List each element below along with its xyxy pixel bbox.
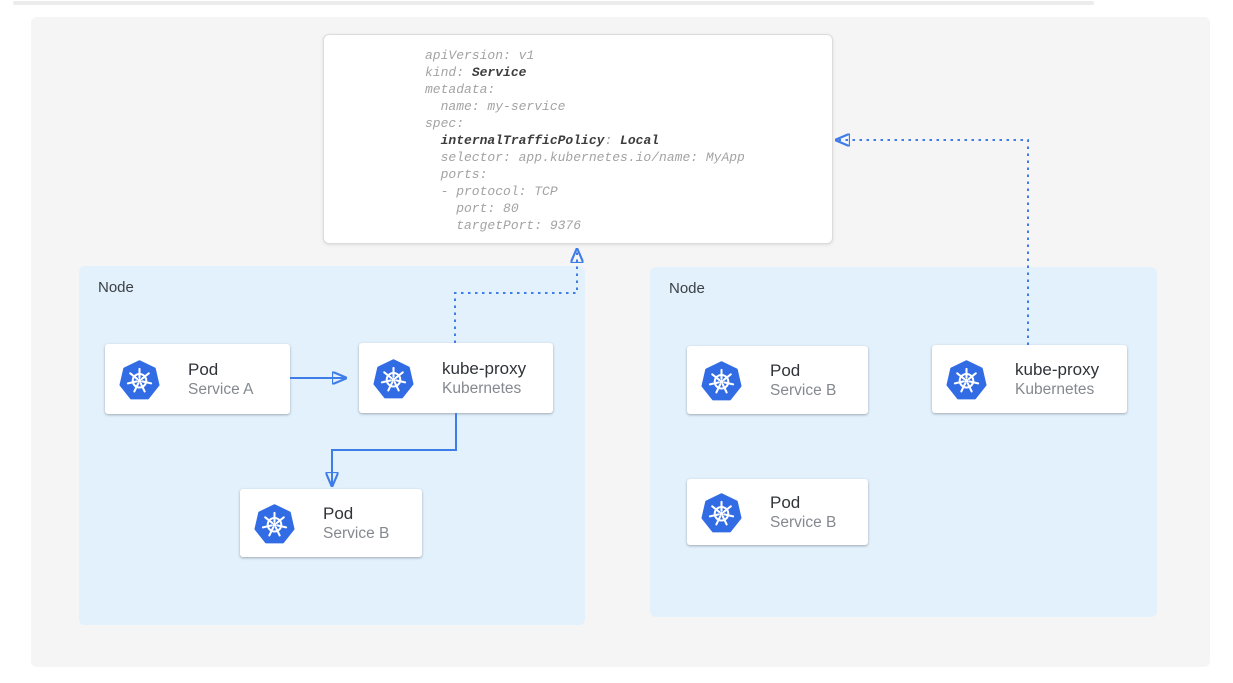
yaml-line: kind: Service [425,65,527,80]
node-box-left: Node Pod Service A kube-proxy Kubernetes… [79,266,585,625]
card-subtitle: Service B [770,381,837,399]
card-title: kube-proxy [1015,359,1100,379]
card-subtitle: Service A [188,380,254,398]
pod-card-service-a: Pod Service A [105,344,290,414]
pod-card-service-b-right-top: Pod Service B [687,346,868,414]
card-title: Pod [188,359,219,379]
card-subtitle: Kubernetes [1015,380,1095,398]
card-subtitle: Service B [323,524,390,542]
node-box-right: Node Pod Service B Pod Service B kube-pr… [650,267,1157,617]
kubernetes-icon [946,359,987,400]
card-title: Pod [770,360,801,380]
yaml-line: spec: [425,116,465,131]
yaml-line: name: my-service [425,99,566,114]
card-subtitle: Service B [770,513,837,531]
yaml-line: - protocol: TCP [425,184,558,199]
card-subtitle: Kubernetes [442,379,522,397]
pod-card-service-b-left: Pod Service B [240,489,422,557]
yaml-line: internalTrafficPolicy: Local [440,133,660,148]
service-yaml-box: apiVersion: v1 kind: Service metadata: nam… [323,34,833,244]
kubernetes-icon [701,492,742,533]
top-border-line [13,1,1094,5]
node-label: Node [98,279,134,296]
yaml-line: port: 80 [425,201,519,216]
yaml-line: ports: [425,167,488,182]
yaml-line: apiVersion: v1 [425,48,535,63]
pod-card-service-b-right-bottom: Pod Service B [687,479,868,545]
card-title: Pod [323,503,354,523]
kube-proxy-card-left: kube-proxy Kubernetes [359,343,553,413]
card-title: Pod [770,492,801,512]
kube-proxy-card-right: kube-proxy Kubernetes [932,345,1127,413]
card-title: kube-proxy [442,358,527,378]
yaml-line: targetPort: 9376 [425,218,582,233]
yaml-line: selector: app.kubernetes.io/name: MyApp [425,150,745,165]
kubernetes-icon [254,503,295,544]
node-label: Node [669,280,705,297]
kubernetes-icon [373,358,414,399]
kubernetes-icon [119,359,160,400]
kubernetes-icon [701,360,742,401]
yaml-line: metadata: [425,82,496,97]
yaml-code: apiVersion: v1 kind: Service metadata: nam… [425,47,832,234]
